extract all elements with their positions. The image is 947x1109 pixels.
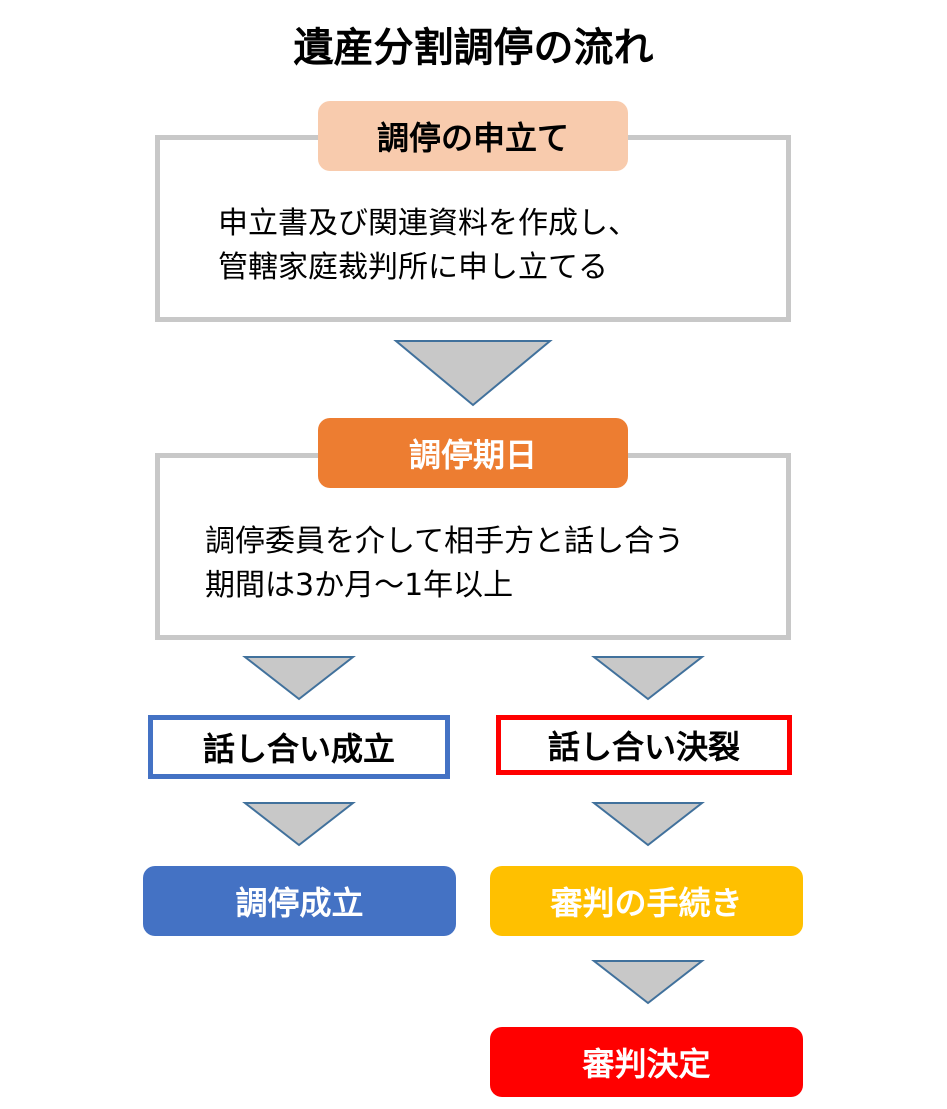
arrow-down-icon — [242, 654, 356, 702]
arrow-down-icon — [591, 800, 705, 848]
outcome-success: 話し合い成立 — [148, 715, 450, 779]
result-adjudication-decision: 審判決定 — [490, 1027, 803, 1097]
step-2-line-2: 期間は3か月～1年以上 — [205, 568, 514, 603]
step-1-line-2: 管轄家庭裁判所に申し立てる — [218, 250, 608, 285]
step-2-description: 調停委員を介して相手方と話し合う 期間は3か月～1年以上 — [205, 520, 684, 608]
arrow-down-icon — [393, 338, 553, 408]
step-1-line-1: 申立書及び関連資料を作成し、 — [218, 206, 638, 241]
step-2-line-1: 調停委員を介して相手方と話し合う — [205, 524, 685, 559]
arrow-down-icon — [242, 800, 356, 848]
step-1-tag: 調停の申立て — [318, 101, 628, 171]
arrow-down-icon — [591, 654, 705, 702]
result-mediation-success: 調停成立 — [143, 866, 456, 936]
step-2-tag: 調停期日 — [318, 418, 628, 488]
result-adjudication-procedure: 審判の手続き — [490, 866, 803, 936]
outcome-failure: 話し合い決裂 — [496, 715, 792, 775]
step-1-description: 申立書及び関連資料を作成し、 管轄家庭裁判所に申し立てる — [218, 202, 638, 290]
arrow-down-icon — [591, 958, 705, 1006]
diagram-title: 遺産分割調停の流れ — [293, 25, 654, 71]
